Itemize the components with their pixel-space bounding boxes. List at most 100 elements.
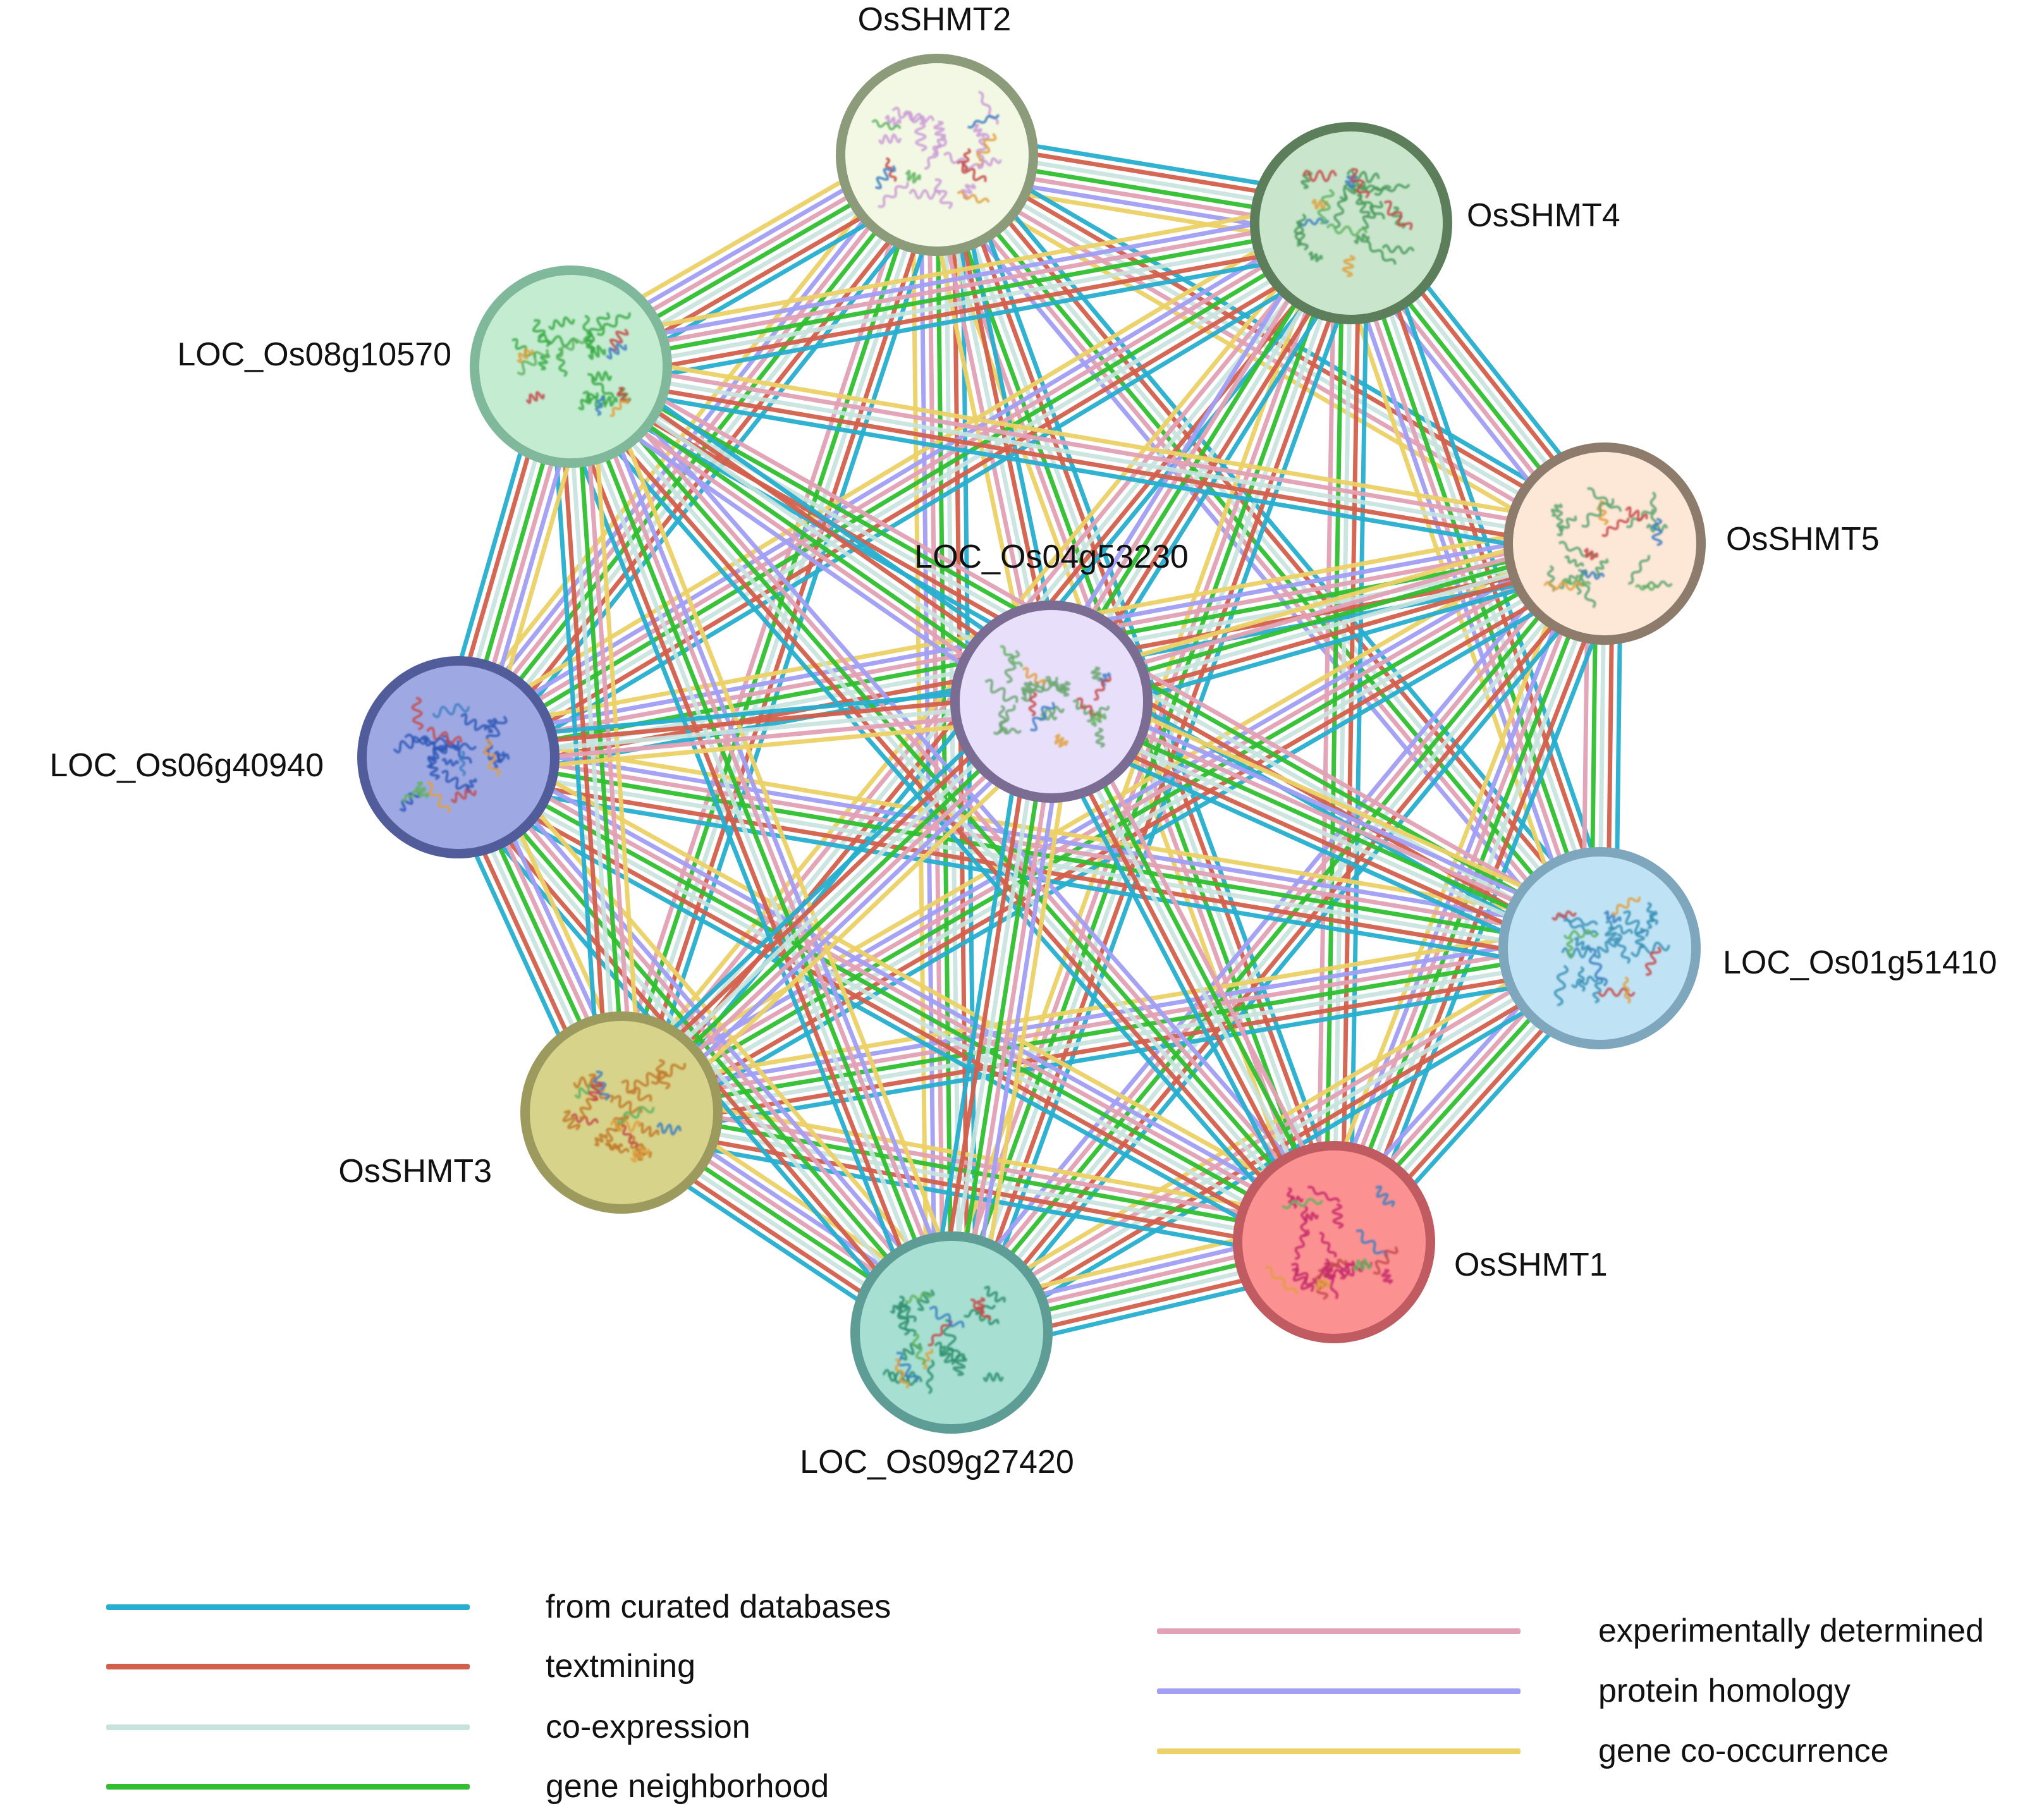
protein-structure-icon: [1265, 1185, 1398, 1300]
edge-line-neighborhood: [1323, 221, 1345, 1245]
legend-label-textmining: textmining: [546, 1648, 695, 1685]
node-label: LOC_Os08g10570: [177, 336, 451, 373]
edge-line-homology: [933, 528, 1591, 1322]
protein-structure-icon: [393, 696, 510, 814]
edge-line-cooccurrence: [941, 932, 1594, 1321]
protein-structure-icon: [984, 645, 1111, 748]
node-LOC_Os09g27420[interactable]: LOC_Os09g27420: [800, 1231, 1074, 1480]
legend-swatch-curated: [106, 1604, 470, 1610]
protein-structure-icon: [882, 1285, 1006, 1394]
edge-OsSHMT1-LOC_Os08g10570: [553, 351, 1352, 1258]
node-label: OsSHMT2: [858, 1, 1012, 38]
edge-LOC_Os09g27420-LOC_Os04g53230: [924, 695, 1079, 1339]
edge-line-neighborhood: [1056, 695, 1344, 1241]
node-OsSHMT2[interactable]: OsSHMT2: [836, 1, 1038, 256]
node-OsSHMT5[interactable]: OsSHMT5: [1503, 442, 1880, 645]
edge-OsSHMT1-LOC_Os06g40940: [444, 733, 1349, 1266]
edge-OsSHMT5-LOC_Os08g10570: [566, 348, 1610, 563]
node-LOC_Os01g51410[interactable]: LOC_Os01g51410: [1498, 847, 1997, 1049]
node-label: OsSHMT1: [1454, 1247, 1608, 1283]
node-OsSHMT1[interactable]: OsSHMT1: [1233, 1141, 1608, 1343]
edge-line-cooccurrence: [910, 152, 929, 1335]
legend-label-homology: protein homology: [1598, 1673, 1851, 1709]
edge-line-textmining: [464, 235, 1362, 774]
edge-line-textmining: [553, 370, 939, 1341]
edge-OsSHMT1-LOC_Os04g53230: [1034, 692, 1351, 1252]
node-fill: [960, 610, 1143, 793]
edge-line-neighborhood: [619, 541, 1607, 1115]
edge-line-coexpression: [568, 364, 1607, 546]
edge-line-coexpression: [561, 367, 946, 1338]
edge-line-textmining: [567, 372, 1606, 554]
edge-line-cooccurrence: [926, 166, 1599, 560]
protein-structure-icon: [1543, 487, 1673, 609]
legend-label-cooccurrence: gene co-occurrence: [1598, 1733, 1889, 1769]
edge-line-experimental: [603, 147, 924, 1110]
edge-line-experimental: [576, 361, 962, 1332]
edge-line-coexpression: [1331, 221, 1354, 1245]
edge-line-textmining: [556, 365, 612, 1116]
node-label: LOC_Os06g40940: [49, 747, 324, 784]
edge-line-coexpression: [565, 367, 1333, 1247]
edge-line-cooccurrence: [636, 717, 1071, 1133]
edge-line-curated: [468, 241, 1366, 781]
node-LOC_Os08g10570[interactable]: LOC_Os08g10570: [177, 265, 672, 468]
node-LOC_Os04g53230[interactable]: LOC_Os04g53230: [914, 539, 1189, 803]
protein-structure-icon: [1551, 896, 1670, 1007]
edge-line-textmining: [958, 549, 1617, 1343]
edge-line-neighborhood: [568, 221, 1354, 369]
edge-OsSHMT4-LOC_Os08g10570: [564, 197, 1358, 393]
edge-line-textmining: [1041, 703, 1329, 1248]
node-label: OsSHMT5: [1726, 521, 1880, 558]
edge-line-experimental: [930, 159, 1603, 553]
node-OsSHMT3[interactable]: OsSHMT3: [338, 1011, 723, 1214]
edge-line-experimental: [615, 534, 1603, 1108]
edge-line-coexpression: [570, 229, 1355, 377]
legend-swatch-coexpression: [106, 1724, 470, 1730]
legend-label-curated: from curated databases: [546, 1589, 891, 1625]
edge-line-curated: [924, 695, 1029, 1331]
edge-line-coexpression: [941, 698, 1046, 1334]
edge-line-textmining: [933, 697, 1037, 1333]
edge-line-experimental: [945, 939, 1598, 1328]
edge-line-neighborhood: [619, 946, 1602, 1115]
edge-line-cooccurrence: [589, 363, 644, 1114]
node-label: OsSHMT4: [1467, 197, 1620, 234]
node-label: LOC_Os01g51410: [1723, 944, 1997, 981]
edge-line-curated: [1034, 707, 1322, 1252]
node-fill: [1513, 452, 1696, 635]
protein-structure-icon: [871, 90, 1002, 210]
node-LOC_Os06g40940[interactable]: LOC_Os06g40940: [49, 656, 560, 858]
node-fill: [860, 1241, 1043, 1424]
edge-line-textmining: [1340, 221, 1362, 1245]
node-fill: [367, 666, 550, 849]
edge-line-neighborhood: [568, 364, 954, 1335]
node-OsSHMT4[interactable]: OsSHMT4: [1250, 122, 1620, 324]
edge-line-homology: [965, 702, 1070, 1338]
edge-line-curated: [602, 681, 1037, 1097]
legend-label-coexpression: co-expression: [546, 1709, 750, 1745]
edge-line-coexpression: [953, 222, 1357, 1336]
node-fill: [530, 1021, 713, 1204]
edge-line-cooccurrence: [564, 197, 1349, 345]
edge-line-neighborhood: [949, 699, 1054, 1335]
legend-swatch-cooccurrence: [1157, 1748, 1521, 1754]
edge-line-curated: [573, 245, 1358, 393]
edge-line-cooccurrence: [468, 733, 1349, 1223]
edge-line-curated: [623, 970, 1606, 1139]
edge-line-textmining: [448, 769, 1328, 1259]
legend-label-neighborhood: gene neighborhood: [546, 1768, 829, 1805]
edge-line-experimental: [618, 937, 1601, 1107]
edge-line-curated: [553, 377, 1321, 1258]
network-nodes: OsSHMT2OsSHMT4OsSHMT5LOC_Os01g51410OsSHM…: [49, 1, 1997, 1480]
edge-line-curated: [566, 381, 1605, 563]
edge-line-coexpression: [565, 364, 620, 1115]
legend-swatch-neighborhood: [106, 1784, 470, 1790]
edge-line-cooccurrence: [1309, 532, 1584, 1236]
edge-line-experimental: [570, 356, 1608, 538]
node-fill: [1242, 1150, 1426, 1334]
edge-line-curated: [1039, 722, 1592, 973]
edge-line-homology: [448, 207, 1345, 746]
edge-line-homology: [584, 358, 969, 1329]
edge-line-cooccurrence: [591, 355, 977, 1326]
